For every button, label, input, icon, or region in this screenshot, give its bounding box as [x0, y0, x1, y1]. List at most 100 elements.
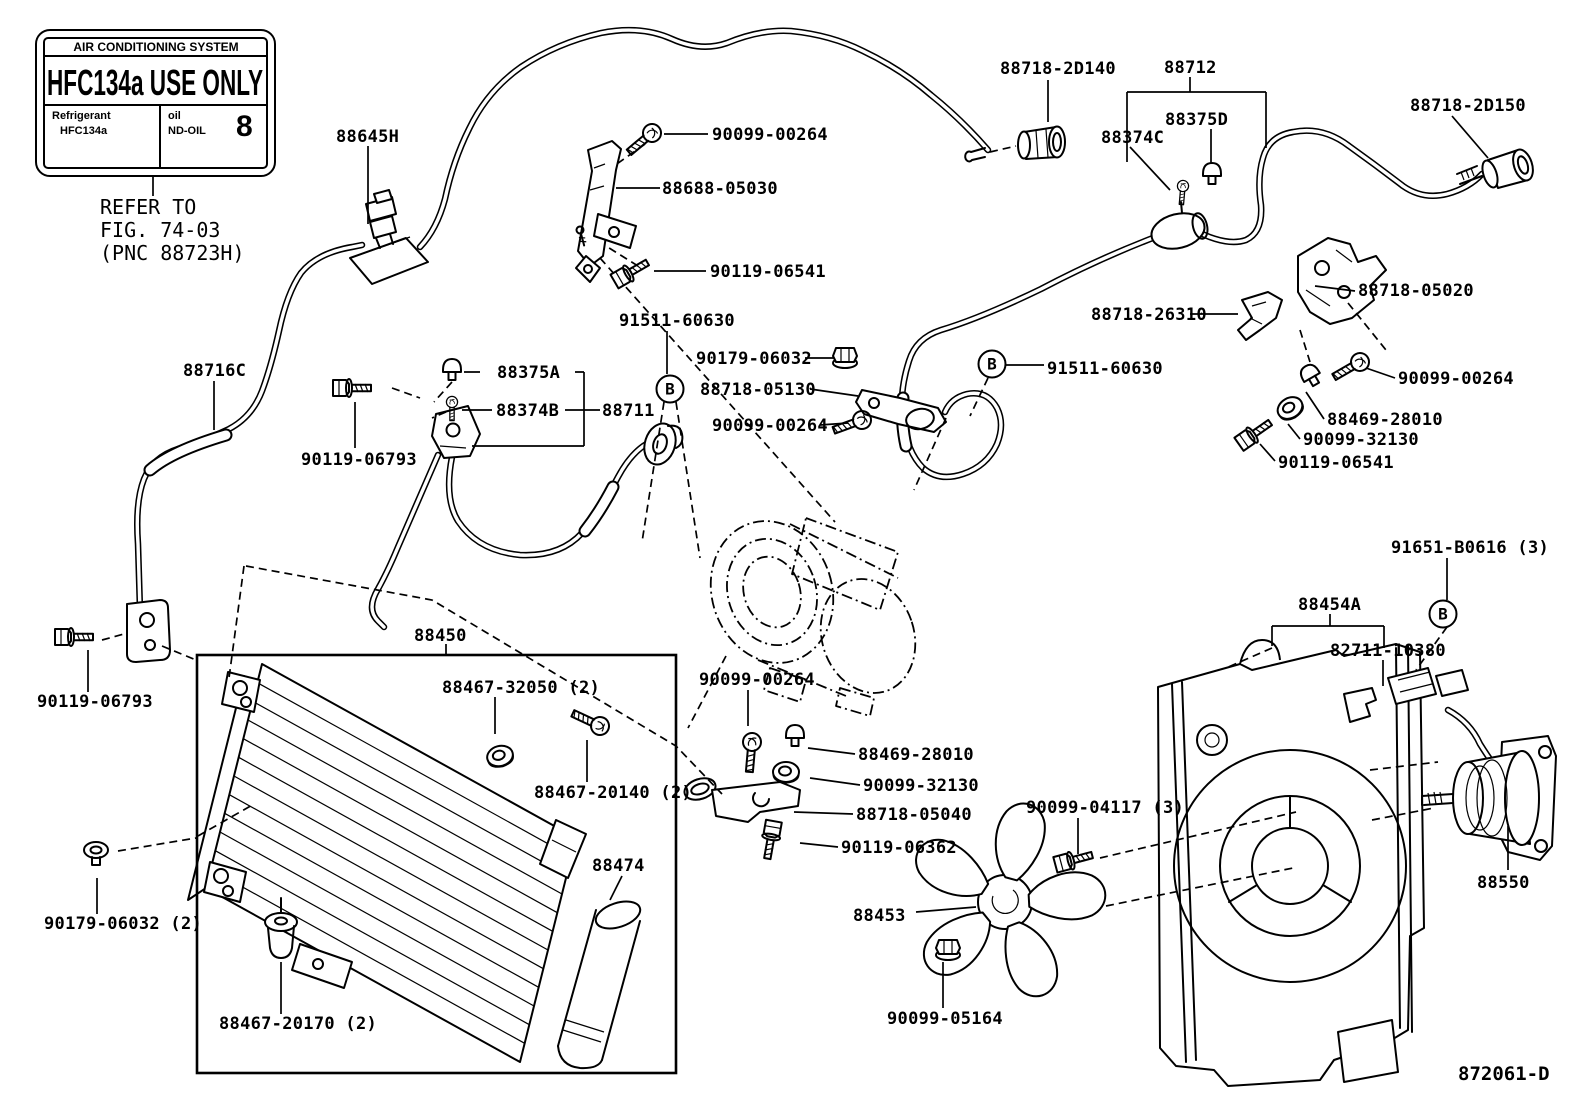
part-label-88467-20170: 88467-20170 (2): [219, 1014, 377, 1034]
grommet-glyph: [83, 841, 109, 866]
pipe-bracket-88688: [575, 140, 637, 283]
fan-motor-88550: [1421, 735, 1557, 861]
part-label-90119-06793-upper: 90119-06793: [301, 450, 417, 470]
cap-glyph: [785, 724, 805, 747]
refrigerant-label-plate: AIR CONDITIONING SYSTEM HFC134a USE ONLY…: [35, 29, 276, 196]
connector-marker-letter: B: [1438, 605, 1448, 624]
part-label-90099-00264-btm: 90099-00264: [699, 670, 815, 690]
pipe-junction-right: [1150, 201, 1209, 250]
bushing-glyph: [483, 741, 517, 771]
label-plate-main: HFC134a USE ONLY: [47, 62, 263, 103]
connector-marker-letter: B: [665, 380, 675, 399]
fitting-2d150: [1456, 148, 1534, 189]
clamp-88718-05130: [855, 389, 947, 433]
refer-note: REFER TO FIG. 74-03 (PNC 88723H): [100, 195, 245, 265]
part-label-88718-05040: 88718-05040: [856, 805, 972, 825]
screw-glyph: [1328, 348, 1374, 386]
screw-glyph: [1175, 179, 1190, 206]
dashed-reference-lines: [101, 143, 1448, 907]
part-label-91651-b0616: 91651-B0616 (3): [1391, 538, 1549, 558]
bolt-glyph: [1052, 845, 1096, 875]
connector-marker-letter: B: [987, 355, 997, 374]
part-label-88645h: 88645H: [336, 127, 399, 147]
part-label-88716c: 88716C: [183, 361, 246, 381]
connector-marker-b-3: B: [1428, 599, 1458, 629]
part-label-91511-60630-right: 91511-60630: [1047, 359, 1163, 379]
nut-glyph: [832, 347, 858, 369]
part-label-88718-05130: 88718-05130: [700, 380, 816, 400]
hose-junction-block: [431, 405, 481, 459]
bolt-glyph: [332, 378, 372, 398]
part-label-90099-00264-mid: 90099-00264: [712, 416, 828, 436]
part-label-88469-28010-right: 88469-28010: [1327, 410, 1443, 430]
part-label-88374c: 88374C: [1101, 128, 1164, 148]
cap-glyph: [1296, 360, 1325, 390]
hose-end-fitting: [643, 422, 684, 466]
fan-shroud-88454a: [1157, 639, 1469, 1087]
part-label-91511-60630-left: 91511-60630: [619, 311, 735, 331]
refrigerant-label: Refrigerant: [52, 110, 111, 122]
refrigerant-value: HFC134a: [60, 125, 108, 137]
part-label-88718-2d140: 88718-2D140: [1000, 59, 1116, 79]
condenser-box: [187, 653, 678, 1075]
bolt-glyph: [608, 253, 653, 291]
part-label-88718-26310: 88718-26310: [1091, 305, 1207, 325]
part-label-88375d: 88375D: [1165, 110, 1228, 130]
refer-note-line2: FIG. 74-03: [100, 218, 220, 242]
connector-marker-b-2: B: [977, 349, 1007, 379]
condenser-brackets: [203, 671, 587, 989]
clip-88718-26310: [1237, 291, 1283, 341]
part-label-88467-32050: 88467-32050 (2): [442, 678, 600, 698]
pressure-switch-block: [349, 189, 429, 285]
part-label-90099-04117: 90099-04117 (3): [1026, 798, 1184, 818]
bushing-glyph: [772, 761, 800, 784]
oil-label: oil: [168, 110, 181, 122]
bolt-glyph: [54, 627, 94, 647]
leader-lines: [87, 77, 1509, 1014]
part-label-90099-32130-right: 90099-32130: [1303, 430, 1419, 450]
part-label-90099-00264-top: 90099-00264: [712, 125, 828, 145]
part-label-88450: 88450: [414, 626, 467, 646]
part-label-90099-05164: 90099-05164: [887, 1009, 1003, 1029]
bolt-glyph: [757, 818, 784, 862]
connector-marker-b-1: B: [655, 374, 685, 404]
part-label-88712: 88712: [1164, 58, 1217, 78]
part-label-90119-06362: 90119-06362: [841, 838, 957, 858]
part-label-88469-28010-ctr: 88469-28010: [858, 745, 974, 765]
part-label-88375a: 88375A: [497, 363, 560, 383]
compressor-phantom: [709, 517, 917, 717]
condenser-core: [187, 663, 577, 1063]
refer-note-line3: (PNC 88723H): [100, 241, 245, 265]
refer-note-line1: REFER TO: [100, 195, 196, 219]
screw-glyph: [568, 704, 613, 739]
part-label-88550: 88550: [1477, 873, 1530, 893]
receiver-drier-88474: [557, 900, 642, 1070]
part-label-90119-06541-top: 90119-06541: [710, 262, 826, 282]
screw-glyph: [739, 731, 763, 774]
part-label-90099-00264-right: 90099-00264: [1398, 369, 1514, 389]
pipe-flange-left: [126, 599, 171, 663]
oil-value: ND-OIL: [168, 125, 206, 137]
cooling-fan-88453: [915, 802, 1107, 998]
clamp-88718-05040: [683, 777, 801, 823]
part-label-88711: 88711: [602, 401, 655, 421]
oil-number: 8: [236, 110, 253, 143]
label-plate-header: AIR CONDITIONING SYSTEM: [73, 40, 238, 54]
part-label-82711-10380: 82711-10380: [1330, 641, 1446, 661]
fitting-2d140: [964, 125, 1066, 163]
part-label-90119-06541-right: 90119-06541: [1278, 453, 1394, 473]
insulator-88467-20170: [264, 897, 298, 959]
diagram-code: 872061-D: [1458, 1063, 1550, 1085]
nut-glyph: [935, 939, 961, 961]
part-label-88374b: 88374B: [496, 401, 559, 421]
part-label-90179-06032-2: 90179-06032 (2): [44, 914, 202, 934]
bushing-glyph: [1272, 391, 1308, 426]
harness-clip-82711: [1343, 687, 1377, 723]
part-label-90119-06793-lower: 90119-06793: [37, 692, 153, 712]
bolt-glyph: [1232, 414, 1277, 453]
part-label-88467-20140: 88467-20140 (2): [534, 783, 692, 803]
cap-glyph: [1202, 162, 1222, 185]
bracket-88718-05020: [1297, 237, 1387, 325]
part-label-88474: 88474: [592, 856, 645, 876]
